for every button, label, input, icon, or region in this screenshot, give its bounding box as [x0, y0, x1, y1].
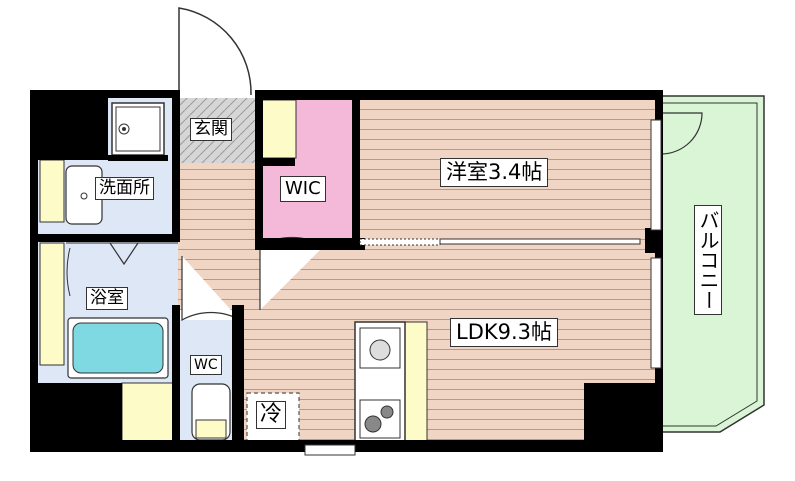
label-western-room: 洋室3.4帖 [440, 158, 549, 187]
storage-lower-left [121, 382, 179, 449]
storage-bath [39, 242, 65, 366]
label-ldk: LDK9.3帖 [450, 318, 559, 347]
stove [359, 399, 401, 439]
label-entrance: 玄関 [190, 118, 232, 141]
label-wc: WC [190, 355, 222, 375]
entrance-door [178, 7, 252, 96]
label-bathroom: 浴室 [86, 287, 128, 310]
label-balcony: バルコニー [694, 205, 722, 315]
label-fridge: 冷 [256, 401, 287, 429]
washing-machine [111, 102, 165, 156]
label-washroom: 洗面所 [95, 177, 154, 200]
storage-shoe [259, 99, 297, 159]
label-wic: WIC [280, 176, 326, 202]
balcony-door [660, 112, 703, 155]
storage-kitchen [404, 321, 428, 447]
storage-washroom [39, 159, 65, 223]
